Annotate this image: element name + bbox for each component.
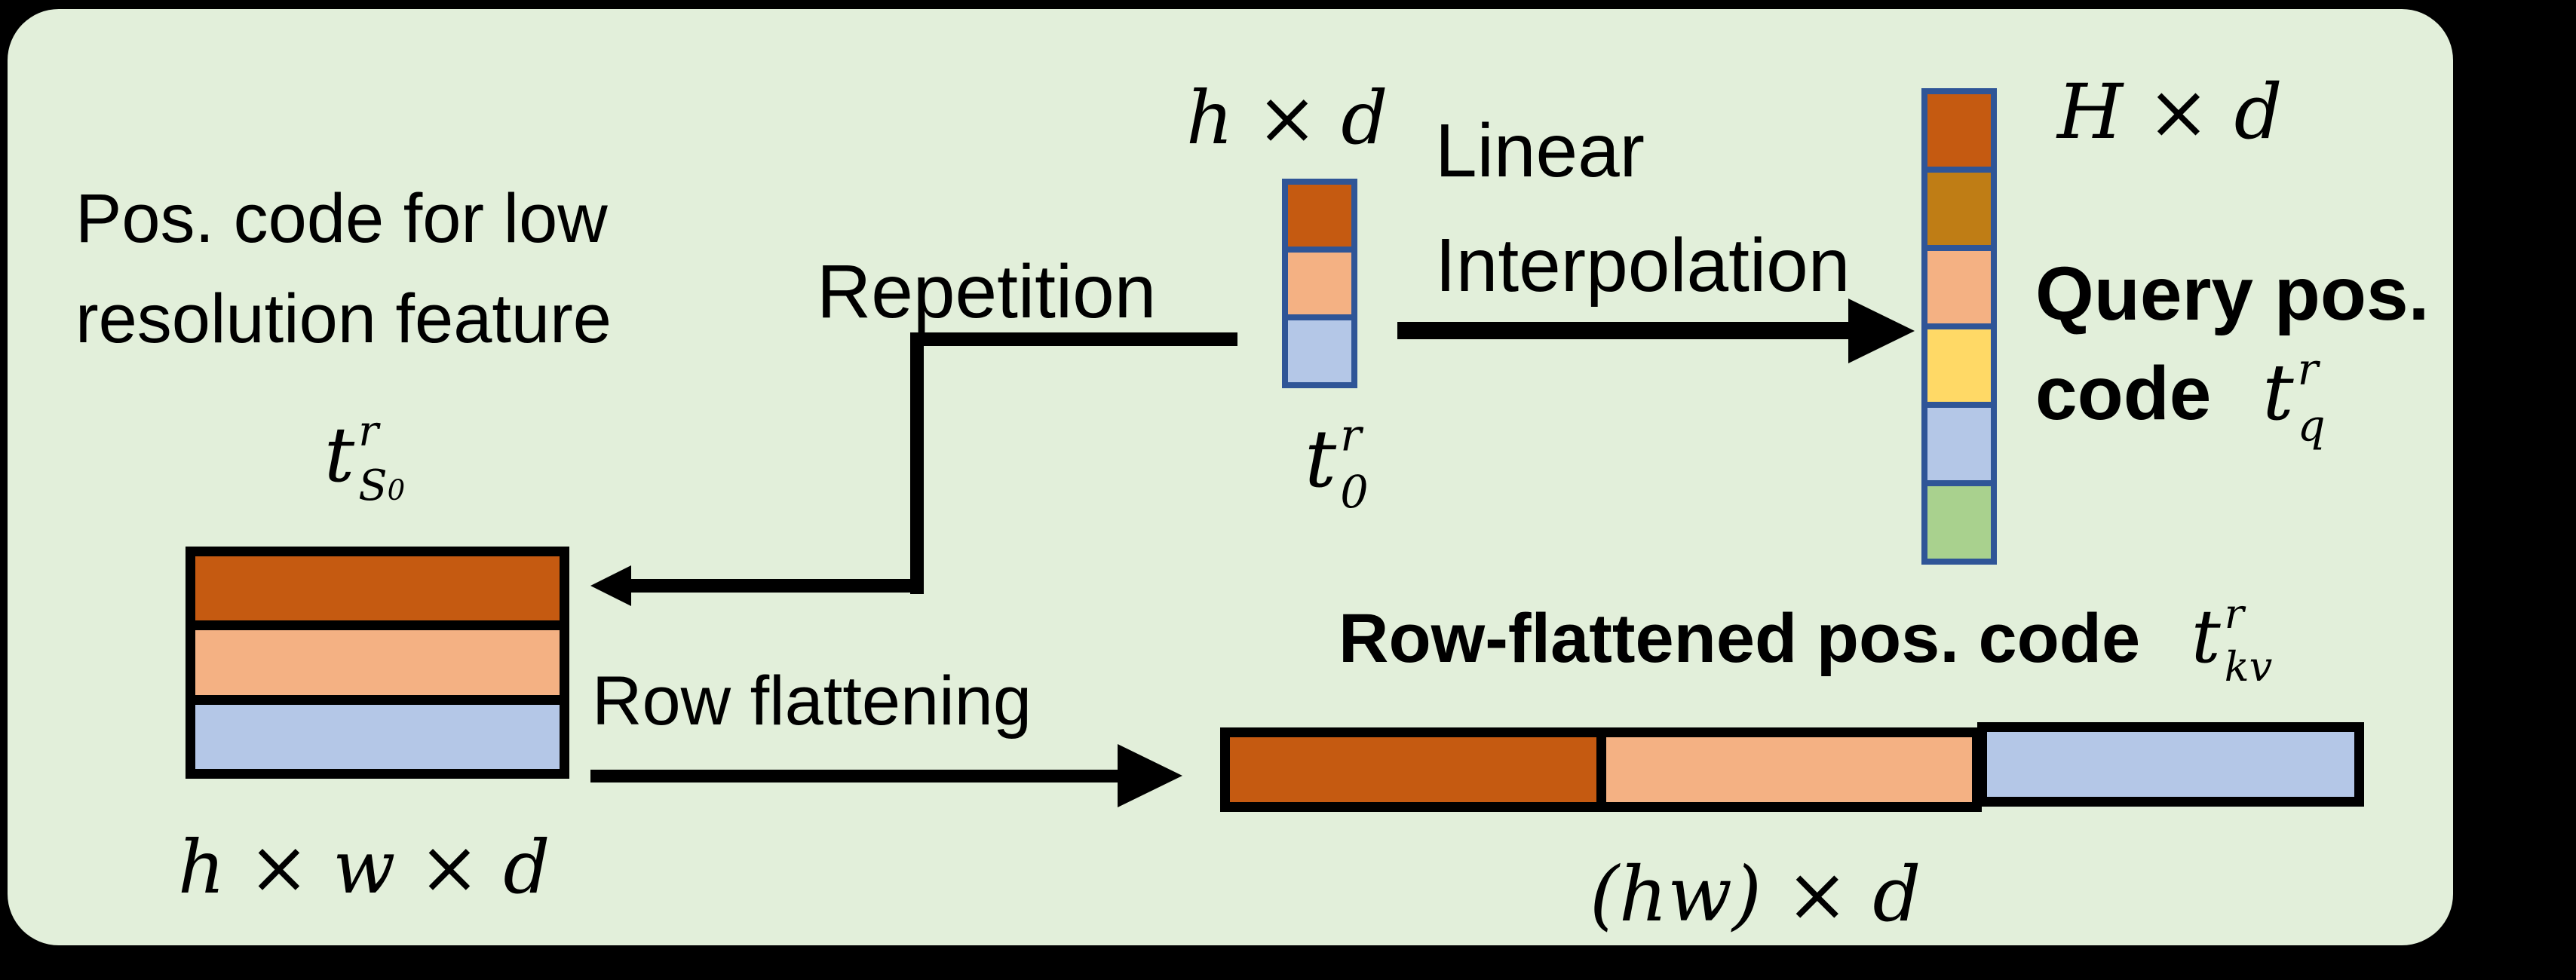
linear-interpolation-arrowhead-icon [1848,299,1915,363]
pos-code-caption: Pos. code for low resolution feature [75,169,612,370]
pos-code-caption-line2: resolution feature [75,280,612,358]
t0-math: t r 0 [1305,413,1369,515]
row-flattening-arrowhead-icon [1118,744,1182,807]
linear-interpolation-label-line1: Linear [1435,109,1645,193]
pos-code-caption-line1: Pos. code for low [75,180,608,257]
query-column-cell [1927,486,1991,559]
ts0-sub-letter: S [358,461,388,511]
t0-column-cell [1288,320,1351,382]
repetition-arrow-vertical-segment [910,332,924,594]
query-column-cell [1927,94,1991,167]
tkv-sup: r [2224,590,2244,639]
t0-column-cell [1288,185,1351,247]
ts0-subsub: 0 [387,474,406,507]
bar-dim-label: (hw) × d [1590,850,1921,939]
tkv-sub: kv [2224,643,2273,691]
tkv-base: t [2191,594,2221,679]
ts0-base: t [324,411,355,499]
ts0-scripts: r S0 [358,411,405,507]
repetition-arrow-top-segment [913,332,1237,346]
small-column-dim-label: h × d [1186,75,1388,161]
query-column-cell [1927,251,1991,323]
t0-base: t [1305,413,1337,505]
repetition-label: Repetition [817,250,1157,334]
ts0-math-label: t r S0 [324,411,405,507]
tq-base: t [2262,348,2294,438]
ts0-sub: S0 [358,465,406,507]
t0-sub: 0 [1340,466,1369,519]
matrix-row [195,630,560,695]
kv-bar-right-box [1977,722,2364,807]
tkv-math: t r kv [2191,593,2273,688]
t0-column [1282,179,1357,388]
kv-bar-segment-blue [1987,732,2354,797]
matrix-row [195,556,560,621]
low-res-matrix [186,547,569,779]
ts0-sup: r [358,406,379,456]
tq-sup: r [2297,343,2319,395]
row-flattening-arrow-line [590,770,1118,782]
row-flattening-label: Row flattening [592,663,1032,740]
kv-bar-segment-peach [1605,737,1972,802]
kv-bar-left-box [1220,727,1982,812]
tq-sub: q [2297,399,2326,451]
linear-interpolation-label: Linear Interpolation [1435,93,1850,323]
query-pos-code-label: Query pos. code t r q [2035,244,2430,447]
query-column-cell [1927,173,1991,245]
t0-scripts: r 0 [1340,413,1368,515]
query-column-cell [1927,329,1991,402]
matrix-dim-label: h × w × d [178,825,550,910]
t0-math-label: t r 0 [1305,413,1369,515]
diagram-panel: Pos. code for low resolution feature t r… [8,9,2453,945]
query-pos-code-line1: Query pos. [2035,252,2430,336]
kv-bar-segment-orange [1230,737,1596,802]
t0-column-cell [1288,253,1351,314]
tq-scripts: r q [2298,348,2326,447]
query-pos-code-line2: code t r q [2035,344,2429,447]
matrix-row [195,704,560,769]
t0-sup: r [1340,409,1362,461]
query-column-cell [1927,408,1991,480]
linear-interpolation-arrow-line [1397,322,1850,339]
tall-column-dim-label: H × d [2057,68,2283,156]
query-pos-column [1921,88,1997,565]
repetition-arrow-bottom-segment [627,579,922,593]
ts0-math: t r S0 [324,411,405,507]
row-flattened-title-text: Row-flattened pos. code [1339,600,2141,677]
query-pos-code-word: code [2035,351,2212,436]
tq-math: t r q [2262,348,2326,447]
linear-interpolation-label-line2: Interpolation [1435,223,1851,308]
tkv-scripts: r kv [2225,593,2273,688]
row-flattened-title: Row-flattened pos. code t r kv [1339,593,2273,688]
repetition-arrowhead-icon [590,565,631,606]
